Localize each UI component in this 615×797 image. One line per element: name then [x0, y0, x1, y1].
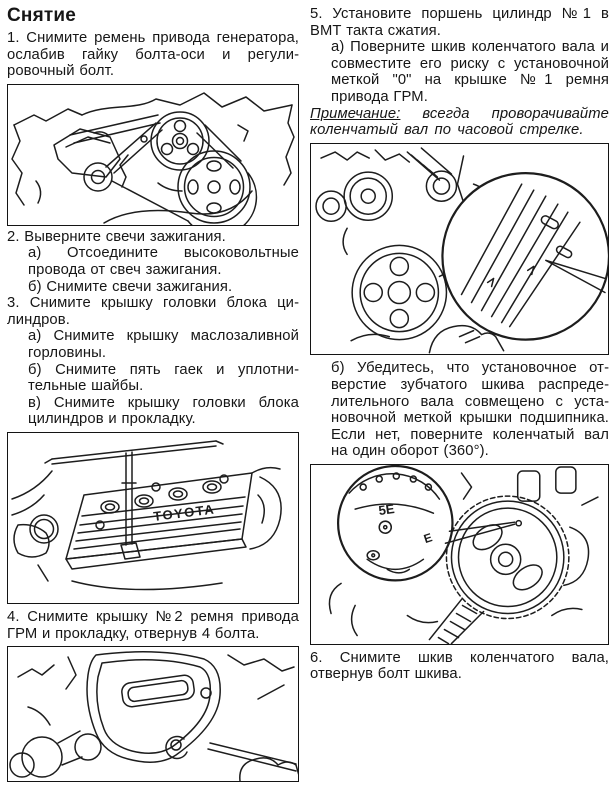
step-6: 6. Снимите шкив коленчатого вала, отверн… [310, 649, 609, 683]
step-2b: б) Снимите свечи зажигания. [28, 278, 233, 295]
step-5: 5. Установите поршень цилиндр №1 в ВМТ т… [310, 6, 609, 39]
mark-5e: 5E [378, 501, 396, 518]
step-3v: в) Снимите крышку головки блока цилиндро… [28, 394, 299, 428]
valve-cover-drawing: TOYOTA [11, 440, 282, 591]
step-3: 3. Снимите крышку головки блока ци­линдр… [7, 295, 299, 328]
figure-generator-belt [7, 83, 299, 226]
right-column: 5. Установите поршень цилиндр №1 в ВМТ т… [310, 5, 609, 797]
camshaft-sprocket-drawing: 5E E [328, 465, 599, 644]
step-3a: а) Снимите крышку маслозаливной горловин… [28, 328, 299, 361]
figure-belt-cover-2 [7, 646, 299, 783]
left-column: Снятие 1. Снимите ремень привода генерат… [7, 5, 299, 797]
section-title: Снятие [7, 5, 77, 26]
note: Примечание: всегда проворачивайте коленч… [310, 106, 609, 139]
crank-timing-mark-drawing [315, 147, 608, 354]
toyota-label: TOYOTA [153, 501, 216, 523]
figure-camshaft-sprocket-mark: 5E E [310, 464, 609, 645]
step-2: 2. Выверните свечи зажигания. [7, 228, 226, 245]
step-2a: а) Отсоедините высоковольтные провода от… [28, 245, 299, 278]
step-1: 1. Снимите ремень привода генерато­ра, о… [7, 30, 299, 80]
belt-cover-2-drawing [9, 651, 298, 782]
note-text: всегда проворачивайте коленчатый вал по … [310, 105, 609, 139]
figure-valve-cover: TOYOTA [7, 431, 299, 604]
step-4: 4. Снимите крышку №2 ремня привода ГРМ и… [7, 608, 299, 642]
mark-e: E [422, 530, 434, 546]
step-3b: б) Снимите пять гаек и уплотни­тельные ш… [28, 361, 299, 395]
generator-belt-drawing [11, 92, 295, 225]
note-label: Примечание: [310, 105, 401, 122]
step-5a: а) Поверните шкив коленчатого вала и сов… [331, 39, 609, 105]
step-5b: б) Убедитесь, что установочное от­версти… [331, 360, 609, 460]
figure-crank-timing-mark [310, 142, 609, 356]
